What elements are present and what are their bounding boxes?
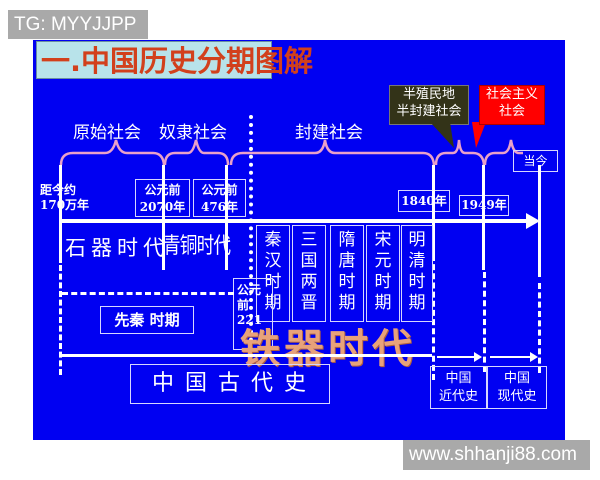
callout-socialist: 社会主义 社会: [479, 85, 545, 125]
period-line: 中国: [503, 371, 530, 386]
callout-pointers: [430, 122, 486, 148]
period-ancient-history: 中 国 古 代 史: [130, 364, 330, 404]
date-1840: 1840年: [398, 190, 450, 212]
era-primitive-society: 原始社会: [73, 123, 141, 143]
date-line: 476年: [200, 200, 239, 214]
dynasty-label: 秦汉时期: [264, 230, 282, 313]
era-slave-society: 奴隶社会: [159, 123, 227, 143]
date-start: 距今约 170万年: [40, 183, 89, 213]
contemporary-arrowhead-icon: [530, 352, 538, 362]
watermark-top: TG: MYYJJPP: [8, 10, 148, 39]
vline-now: [538, 165, 541, 277]
vline-1949-dashed: [483, 272, 486, 372]
date-line: 170万年: [40, 198, 90, 212]
callout-line: 半殖民地: [402, 87, 455, 102]
dynasty-sui-tang: 隋唐时期: [330, 225, 364, 322]
ancient-boundary: [62, 354, 432, 357]
date-line: 公元: [237, 283, 262, 297]
period-line: 中国: [445, 371, 472, 386]
pre-qin-boundary: [62, 292, 234, 295]
vline-start-dashed: [59, 265, 62, 375]
dynasty-three-kingdoms: 三国两晋: [292, 225, 326, 322]
date-now: 当今: [513, 150, 558, 172]
modern-arrow: [437, 356, 475, 358]
watermark-bottom: www.shhanji88.com: [403, 440, 590, 470]
period-modern-history: 中国 近代史: [430, 366, 487, 409]
period-line: 现代史: [497, 389, 537, 404]
dynasty-qin-han: 秦汉时期: [256, 225, 290, 322]
vline-now-dashed: [538, 283, 541, 373]
period-line: 近代史: [438, 389, 478, 404]
callout-line: 社会: [498, 104, 525, 119]
callout-line: 半封建社会: [396, 104, 462, 119]
diagram-title: 一.中国历史分期图解: [36, 41, 313, 79]
dynasty-label: 隋唐时期: [338, 230, 356, 313]
vline-2070bc: [162, 165, 165, 270]
vline-476bc: [225, 165, 228, 270]
age-stone: 石器时代: [65, 236, 169, 260]
date-line: 距今约: [40, 183, 77, 197]
callout-line: 社会主义: [485, 87, 538, 102]
date-bc476: 公元前 476年: [193, 179, 246, 217]
timeline-arrowhead-icon: [526, 213, 540, 229]
era-feudal-society: 封建社会: [295, 123, 363, 143]
vline-start: [59, 165, 62, 263]
dynasty-label: 明清时期: [408, 230, 426, 313]
dynasty-ming-qing: 明清时期: [401, 225, 433, 322]
timeline-axis: [60, 219, 530, 223]
age-bronze: 青铜时代: [163, 234, 231, 259]
dynasty-song-yuan: 宋元时期: [366, 225, 400, 322]
diagram-board: [33, 40, 565, 440]
date-line: 221: [237, 313, 263, 327]
vline-1949: [482, 165, 485, 270]
callout-semi-colonial: 半殖民地 半封建社会: [389, 85, 469, 125]
date-line: 前: [237, 298, 250, 312]
vline-1840: [432, 165, 435, 255]
dotted-divider: [249, 115, 253, 350]
contemporary-arrow: [490, 356, 530, 358]
vline-1840-dashed: [432, 255, 435, 380]
period-pre-qin: 先秦 时期: [100, 306, 194, 334]
modern-arrowhead-icon: [474, 352, 482, 362]
dynasty-label: 宋元时期: [374, 230, 392, 313]
dynasty-label: 三国两晋: [300, 230, 318, 313]
period-contemporary-history: 中国 现代史: [487, 366, 547, 409]
date-line: 公元前: [201, 183, 238, 197]
date-bc221: 公元 前 221: [233, 278, 273, 350]
